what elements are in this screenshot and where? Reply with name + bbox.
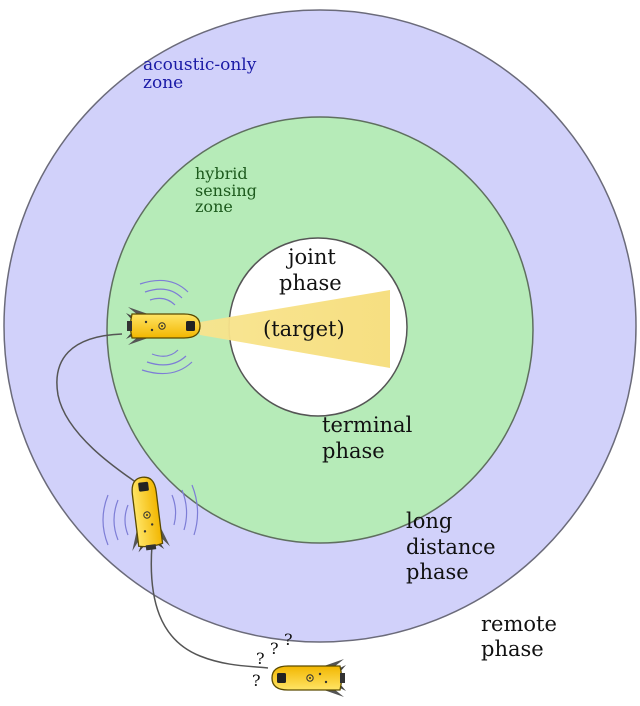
- long-distance-phase-label: distance: [406, 535, 496, 559]
- question-mark: ?: [256, 649, 265, 668]
- joint-phase-label: phase: [279, 271, 342, 295]
- terminal-phase-label: phase: [322, 439, 385, 463]
- question-mark: ?: [270, 639, 279, 658]
- remote-phase-label: phase: [481, 637, 544, 661]
- acoustic-only-zone-label: acoustic-only: [143, 55, 257, 75]
- underwater-robot-icon: [271, 658, 347, 698]
- long-distance-phase-label: phase: [406, 560, 469, 584]
- terminal-phase-label: terminal: [322, 413, 413, 437]
- hybrid-sensing-zone-label: zone: [195, 197, 233, 216]
- camera-beam: [200, 290, 390, 368]
- question-mark: ?: [284, 630, 293, 649]
- question-mark: ?: [252, 671, 261, 690]
- robot-trajectory: [56, 333, 269, 669]
- acoustic-only-zone-label: zone: [143, 73, 183, 93]
- remote-phase-label: remote: [481, 612, 557, 636]
- acoustic-wave-icon: [139, 279, 193, 375]
- target-label: (target): [263, 317, 345, 341]
- acoustic-wave-icon: [102, 484, 199, 546]
- joint-phase-label: joint: [285, 245, 336, 269]
- hybrid-sensing-zone-label: sensing: [195, 181, 257, 200]
- hybrid-sensing-zone-label: hybrid: [195, 164, 248, 183]
- long-distance-phase-label: long: [406, 509, 452, 533]
